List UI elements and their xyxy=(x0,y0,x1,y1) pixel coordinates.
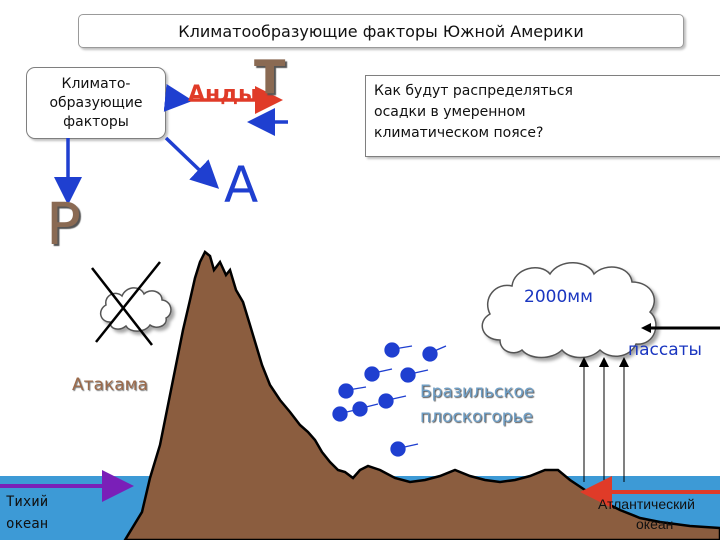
rain-cloud xyxy=(481,262,657,359)
raindrop xyxy=(384,342,413,358)
factors-box: Климато- образующие факторы xyxy=(26,67,166,139)
raindrop xyxy=(378,393,407,409)
raindrop xyxy=(338,383,367,399)
letter-r: Р xyxy=(46,190,81,258)
title-box: Климатообразующие факторы Южной Америки xyxy=(78,14,684,48)
andes-label: Анды xyxy=(188,82,258,107)
atlantic-label-line-2: океан xyxy=(636,516,674,532)
question-line-2: осадки в умеренном xyxy=(374,104,526,120)
question-box: Как будут распределяться осадки в умерен… xyxy=(365,75,720,157)
atacama-label: Атакама xyxy=(72,375,148,395)
brazil-label-line-1: Бразильское xyxy=(420,382,535,402)
factors-line-1: Климато- xyxy=(61,75,131,92)
raindrop xyxy=(390,441,419,457)
raindrop xyxy=(400,367,429,383)
pacific-label-line-1: Тихий xyxy=(6,494,49,510)
raindrop xyxy=(364,366,393,382)
mountain-andes xyxy=(123,250,720,540)
tradewinds-label: пассаты xyxy=(628,340,702,360)
factors-line-3: факторы xyxy=(63,113,129,130)
dry-cloud xyxy=(99,287,172,332)
arrow-to-andes xyxy=(163,83,193,112)
question-line-3: климатическом поясе? xyxy=(374,125,544,141)
rain-drops xyxy=(332,342,447,457)
precipitation-label: 2000мм xyxy=(524,287,593,307)
raindrop xyxy=(352,401,379,417)
raindrop xyxy=(422,345,447,362)
brazil-label-line-2: плоскогорье xyxy=(420,407,533,427)
cross-line-2 xyxy=(95,261,161,343)
pacific-label-line-2: океан xyxy=(6,516,49,532)
letter-a: А xyxy=(224,156,259,214)
letter-t: Т xyxy=(254,50,286,104)
diagram-title: Климатообразующие факторы Южной Америки xyxy=(178,21,584,41)
question-line-1: Как будут распределяться xyxy=(374,83,573,99)
atlantic-label-line-1: Атлантический xyxy=(598,496,695,512)
arrow-to-a xyxy=(164,136,220,189)
factors-line-2: образующие xyxy=(49,94,143,111)
cross-line-1 xyxy=(91,267,153,346)
